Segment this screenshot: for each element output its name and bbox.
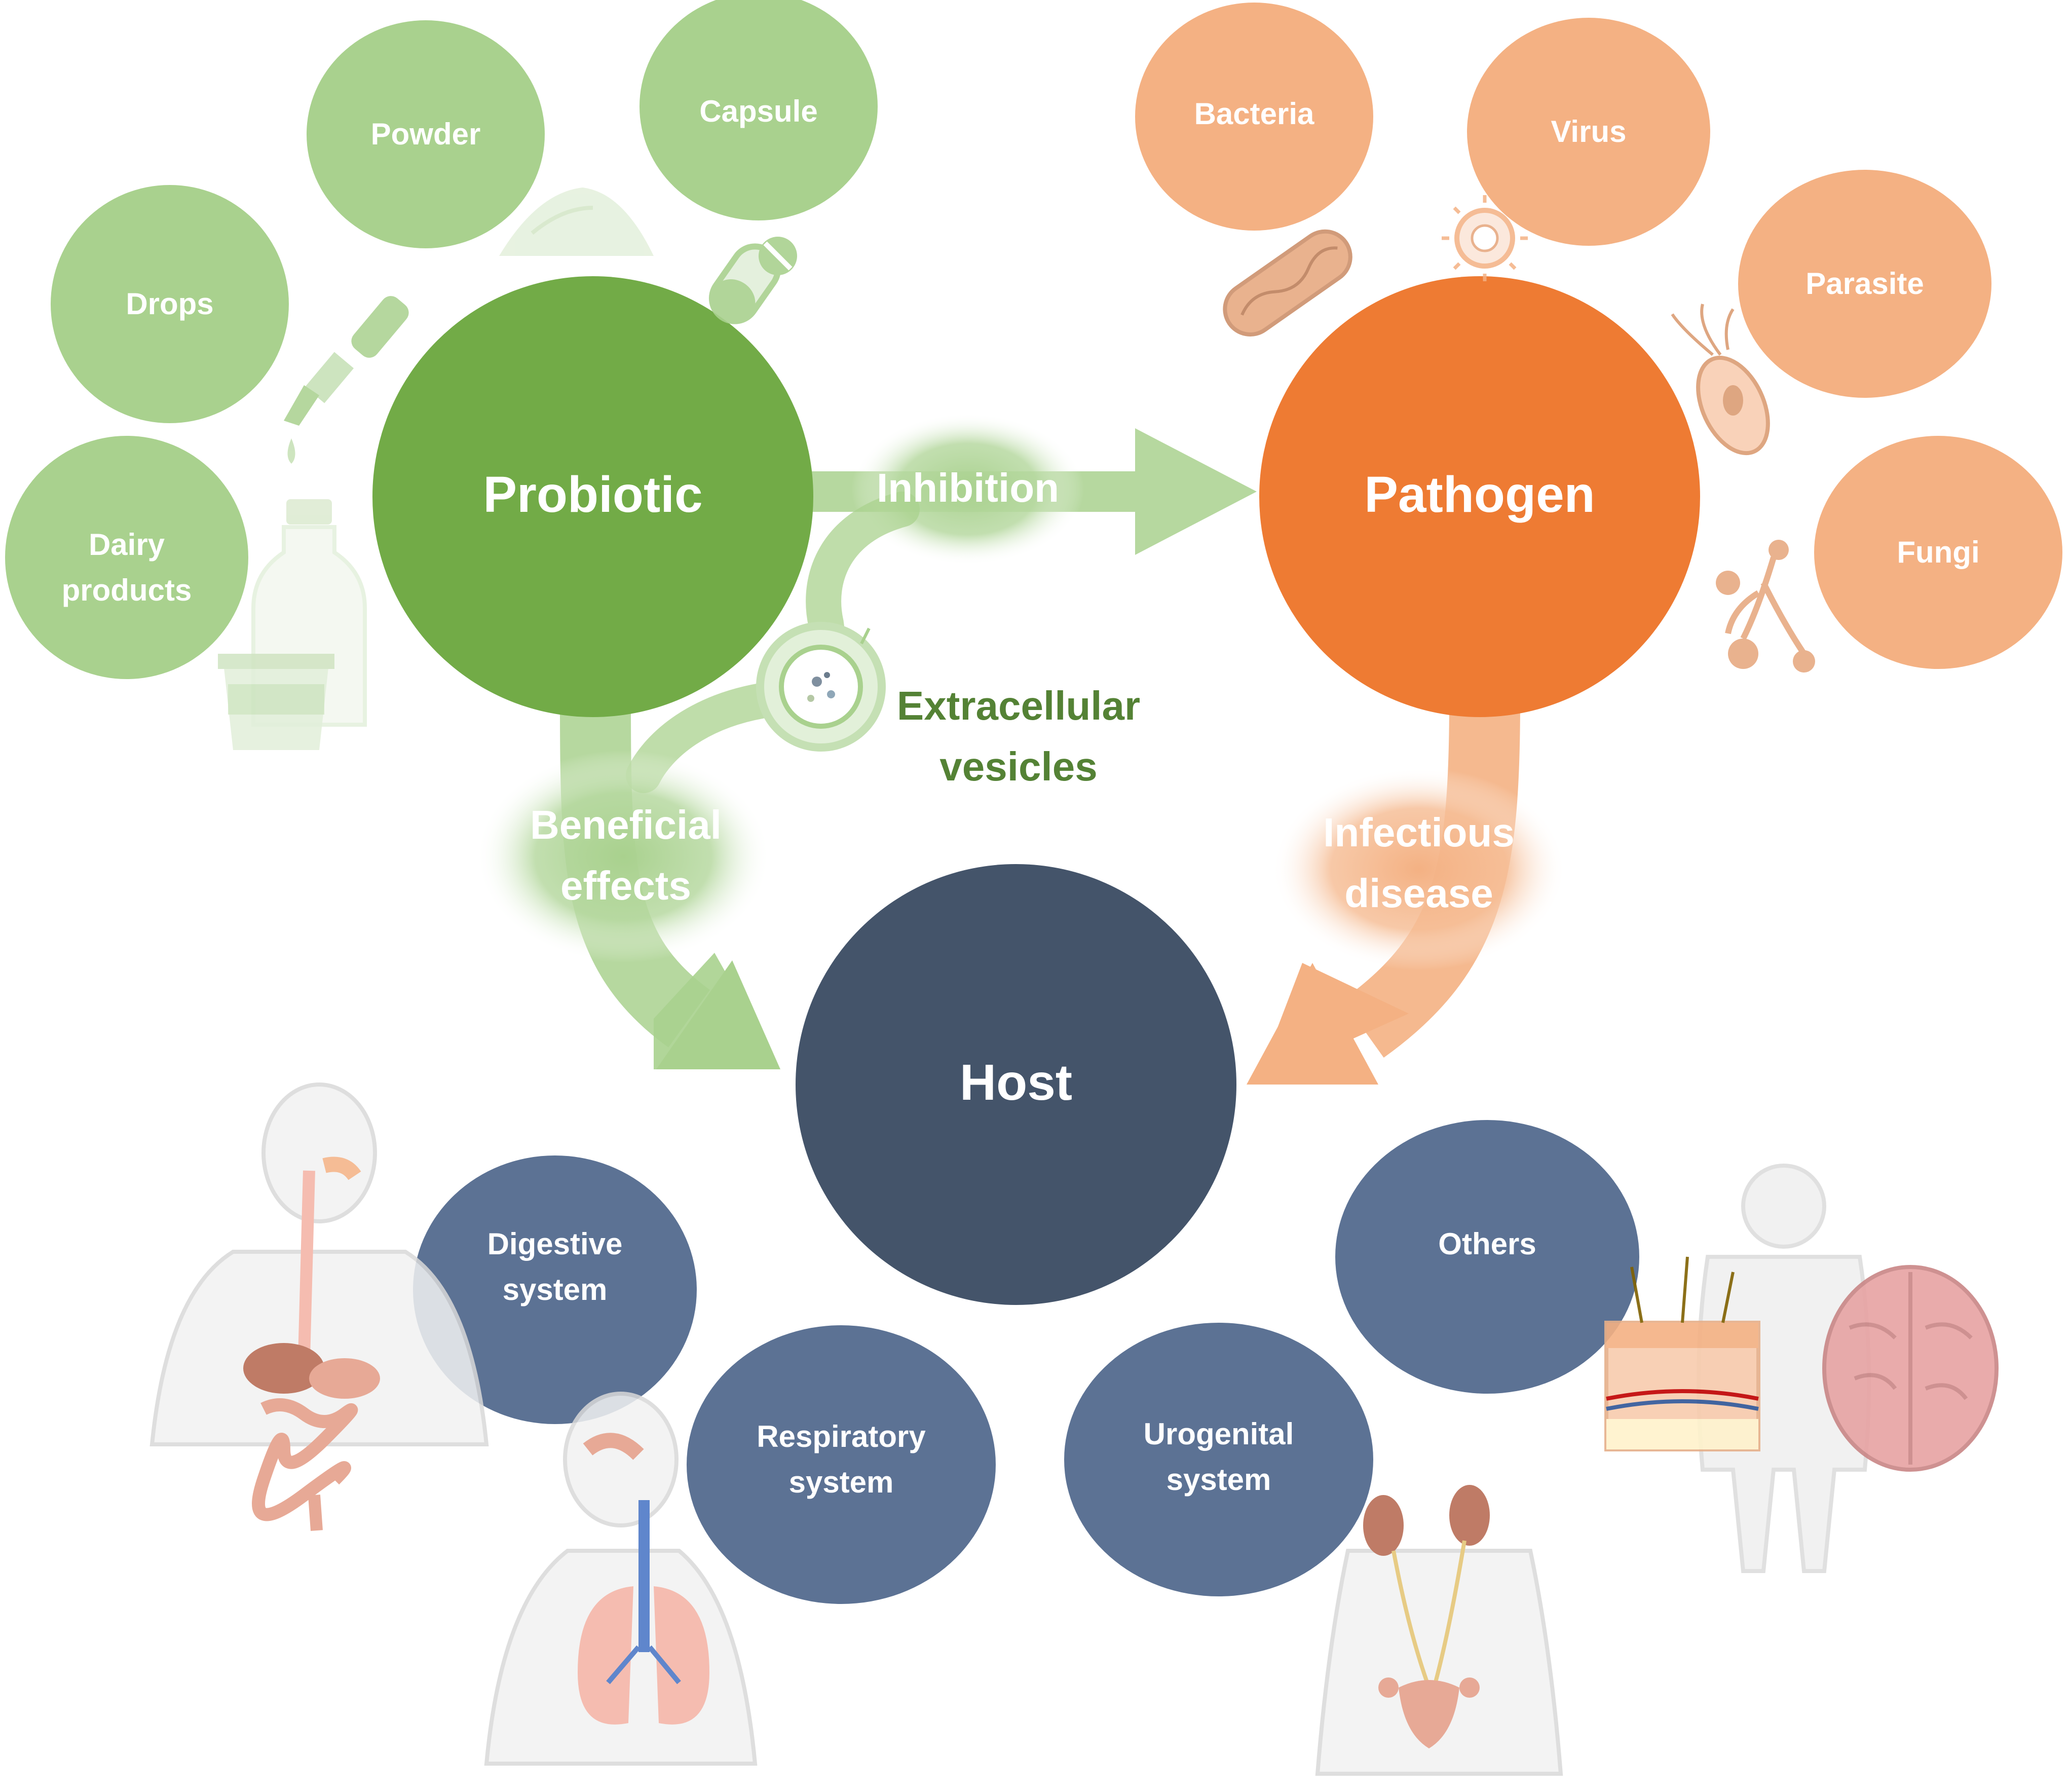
host-node [796,864,1236,1305]
powder-node [307,20,545,248]
probiotic-label: Probiotic [483,466,702,523]
beneficial-label-line2: effects [560,863,691,908]
parasite-label: Parasite [1805,267,1924,301]
beneficial-glow [476,750,770,963]
urogenital-node [1064,1323,1373,1596]
urogenital-label-line1: Urogenital [1144,1417,1294,1451]
beneficial-label-line1: Beneficial [530,802,722,847]
dairy-node [5,436,248,679]
bacteria-label: Bacteria [1194,97,1314,131]
pathogen-node [1259,276,1700,717]
parasite-node [1738,170,1991,398]
capsule-node [639,0,878,220]
drops-node [51,185,289,423]
dropper-icon [284,296,409,464]
capsule-icon [708,237,797,324]
inhibition-glow [851,413,1084,565]
respiratory-node [687,1325,996,1604]
powder-label: Powder [371,117,481,151]
fungi-node [1814,436,2062,669]
fungi-label: Fungi [1897,535,1979,569]
others-node [1335,1120,1639,1394]
yogurt-icon [218,654,334,750]
virus-icon [1442,195,1528,281]
capsule-label: Capsule [699,94,817,128]
respiratory-label-line2: system [789,1465,894,1499]
respiratory-body-icon [484,1392,758,1766]
vesicles-label-line2: vesicles [939,744,1097,789]
urogenital-body-icon [1315,1485,1563,1776]
dairy-label-line1: Dairy [89,528,165,562]
urogenital-label-line2: system [1167,1463,1271,1497]
others-label: Others [1438,1227,1536,1261]
inhibition-label: Inhibition [877,465,1059,510]
skin-icon [1604,1256,1760,1451]
drops-label: Drops [126,287,213,321]
bacteria-node [1135,3,1373,231]
vesicles-label-line1: Extracellular [897,683,1140,728]
bacteria-icon [1223,229,1352,337]
digestive-node [413,1155,697,1424]
probiotic-node [372,276,813,717]
digestive-body-icon [149,1082,489,1531]
virus-label: Virus [1551,115,1627,148]
pathogen-label: Pathogen [1364,466,1595,523]
infectious-glow [1272,768,1566,970]
respiratory-label-line1: Respiratory [757,1420,926,1453]
fungi-icon [1716,540,1815,673]
parasite-icon [1671,304,1770,456]
infectious-label-line2: disease [1344,871,1493,916]
virus-node [1467,18,1710,246]
brain-icon [1822,1265,1999,1472]
vesicle-icon [756,622,886,752]
dairy-label-line2: products [62,573,192,607]
digestive-label-line1: Digestive [487,1227,623,1261]
powder-icon [499,188,654,256]
digestive-label-line2: system [503,1273,608,1306]
host-label: Host [960,1054,1072,1111]
infectious-label-line1: Infectious [1323,810,1515,855]
